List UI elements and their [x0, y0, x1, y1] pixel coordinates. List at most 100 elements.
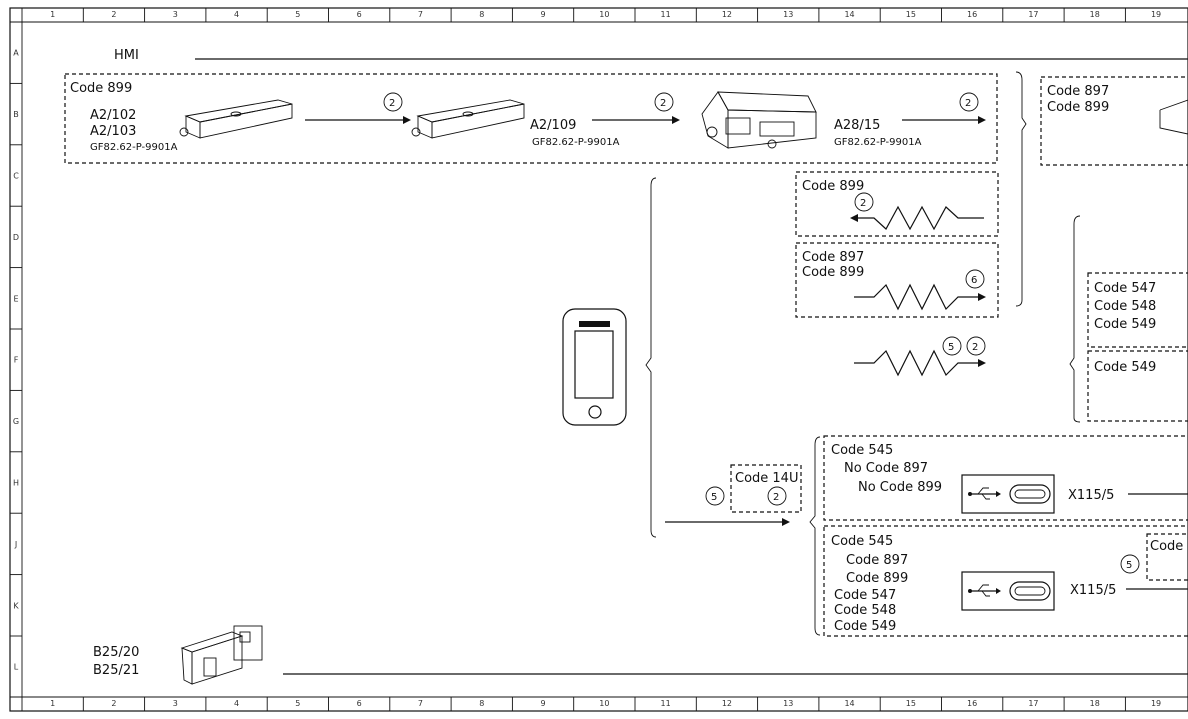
x115-a-label: X115/5 [1068, 488, 1114, 503]
x115-b-label: X115/5 [1070, 583, 1116, 598]
antenna-module-icon [411, 99, 525, 139]
circle-2-c [959, 92, 979, 112]
circle-2-e-text: 2 [972, 342, 978, 353]
usb-port-panel-a [961, 474, 1055, 514]
column-label: 3 [173, 699, 178, 708]
c547-label: Code 547 [1094, 281, 1156, 296]
row-label: A [13, 49, 19, 58]
column-label: 16 [967, 699, 977, 708]
h-no899-label: No Code 899 [858, 480, 942, 495]
wireless-signal-icon [854, 283, 986, 311]
a28-15-label: A28/15 [834, 118, 880, 133]
j-code-cut-label: Code [1150, 539, 1183, 554]
j-c547-label: Code 547 [834, 588, 896, 603]
a2-102-label: A2/102 [90, 108, 136, 123]
row-label: L [14, 663, 19, 672]
c549-label: Code 549 [1094, 317, 1156, 332]
column-label: 14 [844, 699, 854, 708]
arrow-14u-head [782, 518, 790, 526]
b25-21-label: B25/21 [93, 663, 139, 678]
usb-port-panel-b [961, 571, 1055, 611]
row-label: D [13, 233, 19, 242]
circle-6-text: 6 [971, 275, 977, 286]
column-label: 17 [1028, 699, 1038, 708]
column-label: 7 [418, 699, 423, 708]
column-label: 19 [1151, 699, 1161, 708]
c899-box2-label: Code 899 [802, 265, 864, 280]
column-label: 2 [111, 10, 116, 19]
j-c545-label: Code 545 [831, 534, 893, 549]
column-label: 4 [234, 699, 239, 708]
brace-phone [645, 177, 657, 538]
column-label: 2 [111, 699, 116, 708]
circle-2-f [767, 486, 787, 506]
code-545-897-899-box [823, 525, 1188, 637]
column-label: 6 [357, 699, 362, 708]
circle-2-f-text: 2 [773, 492, 779, 503]
arrow-1-head [403, 116, 411, 124]
column-label: 8 [479, 10, 484, 19]
gf-ref-2: GF82.62-P-9901A [532, 137, 620, 148]
code-897-899-box [1040, 76, 1188, 166]
column-label: 18 [1090, 699, 1100, 708]
column-label: 13 [783, 699, 793, 708]
circle-5-a-text: 5 [948, 342, 954, 353]
a2-109-label: A2/109 [530, 118, 576, 133]
column-label: 15 [906, 10, 916, 19]
circle-5-a [942, 336, 962, 356]
column-label: 18 [1090, 10, 1100, 19]
circle-5-c-text: 5 [1126, 560, 1132, 571]
row-label: C [13, 172, 19, 181]
code-547-548-549-box [1087, 272, 1188, 348]
row-label: K [13, 601, 19, 610]
column-ticks: 1122334455667788991010111112121313141415… [21, 8, 1161, 711]
gf-ref-1: GF82.62-P-9901A [90, 142, 178, 153]
column-label: 17 [1028, 10, 1038, 19]
brace-usb [809, 436, 821, 636]
row-label: E [13, 294, 18, 303]
column-label: 8 [479, 699, 484, 708]
column-label: 5 [295, 10, 300, 19]
column-label: 3 [173, 10, 178, 19]
hmi-label: HMI [114, 48, 139, 63]
c897-box-label: Code 897 [802, 250, 864, 265]
circle-2-d [854, 192, 874, 212]
sensor-connector-icon [180, 625, 263, 685]
brace-right-mid [1069, 215, 1081, 423]
arrow-3-head [978, 116, 986, 124]
column-label: 10 [599, 10, 609, 19]
circle-2-b [654, 92, 674, 112]
gf-ref-3: GF82.62-P-9901A [834, 137, 922, 148]
code-899-box [64, 73, 998, 164]
circle-5-b [705, 486, 725, 506]
wireless-signal-icon [850, 205, 984, 231]
circle-2-a-text: 2 [389, 98, 395, 109]
column-label: 6 [357, 10, 362, 19]
column-label: 5 [295, 699, 300, 708]
circle-2-a [383, 92, 403, 112]
usb-icon [968, 584, 1001, 597]
c14u-label: Code 14U [735, 471, 798, 486]
circle-2-e [966, 336, 986, 356]
circle-2-c-text: 2 [965, 98, 971, 109]
row-label: F [14, 356, 19, 365]
column-label: 10 [599, 699, 609, 708]
circle-2-b-text: 2 [660, 98, 666, 109]
column-label: 4 [234, 10, 239, 19]
column-label: 9 [541, 699, 546, 708]
j-c897-label: Code 897 [846, 553, 908, 568]
box-code-899-label: Code 899 [70, 81, 132, 96]
arrow-2-head [672, 116, 680, 124]
h-no897-label: No Code 897 [844, 461, 928, 476]
j-c899-label: Code 899 [846, 571, 908, 586]
column-label: 11 [661, 10, 671, 19]
cut-code-box [1146, 533, 1188, 581]
circle-2-d-text: 2 [860, 198, 866, 209]
circle-5-b-text: 5 [711, 492, 717, 503]
row-label: J [14, 540, 17, 549]
column-label: 19 [1151, 10, 1161, 19]
r-code-899: Code 899 [1047, 100, 1109, 115]
